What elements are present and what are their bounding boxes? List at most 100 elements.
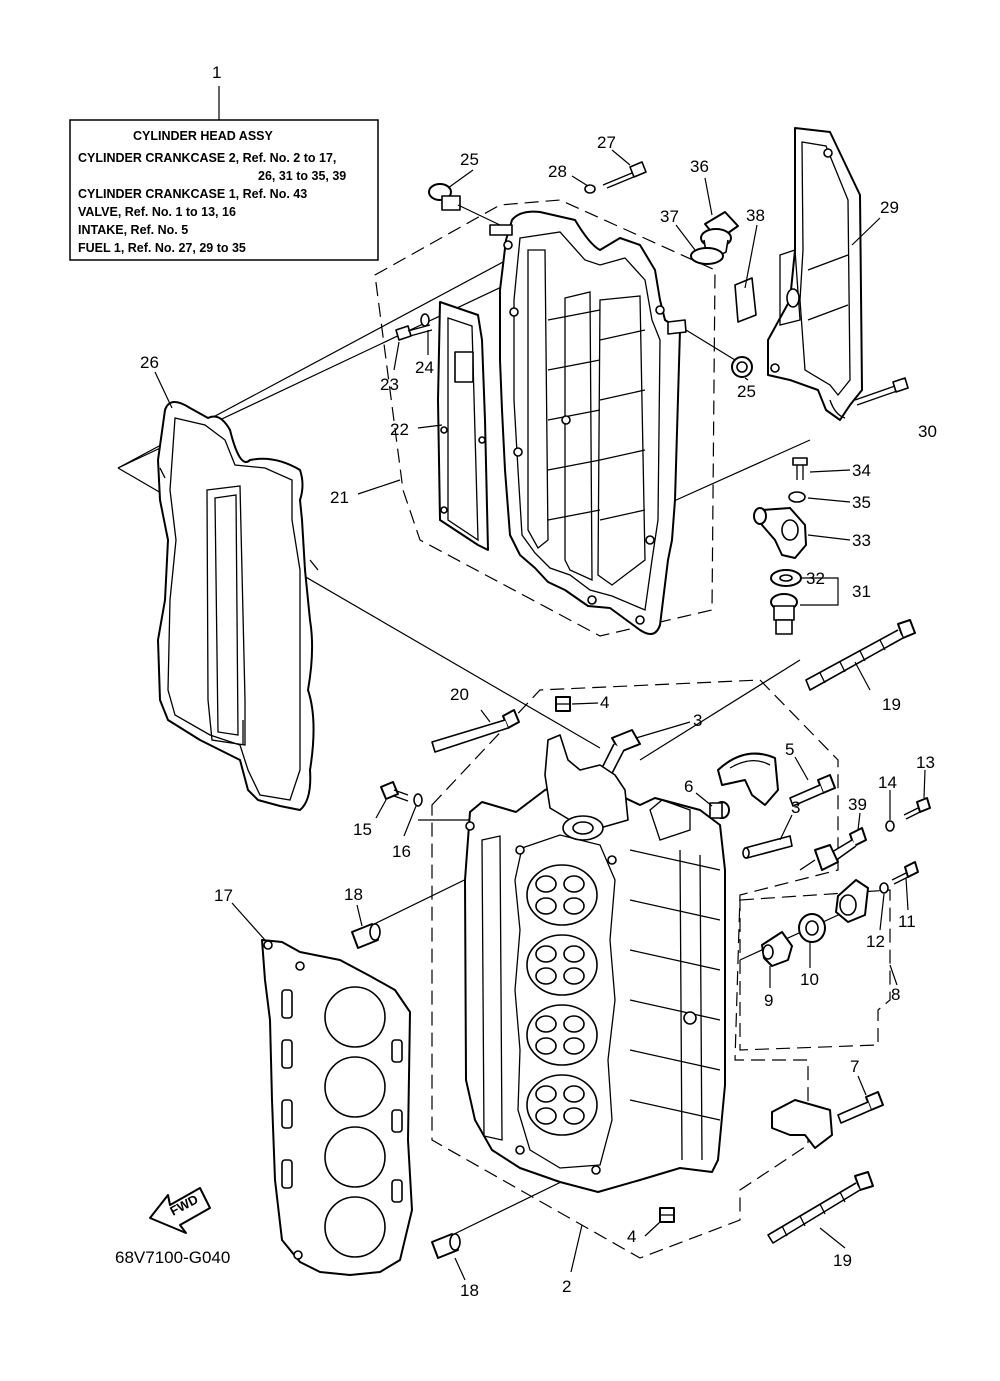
callout-9: 9 — [764, 991, 773, 1010]
anode-cover — [835, 879, 869, 923]
legend-line: 26, 31 to 35, 39 — [258, 169, 346, 183]
cylinder-head — [464, 734, 726, 1193]
head-cover — [489, 210, 687, 635]
thermo-housing — [753, 507, 807, 559]
combustion-chamber — [526, 1074, 598, 1136]
callout-21: 21 — [330, 488, 349, 507]
callout-7: 7 — [850, 1057, 859, 1076]
callout-10: 10 — [800, 970, 819, 989]
callout-32: 32 — [806, 569, 825, 588]
bolt-34 — [792, 457, 808, 480]
bolt-15 — [380, 781, 423, 807]
thermo-sensor — [770, 593, 798, 635]
fuel-bracket — [767, 127, 863, 421]
stud-bolt-19-bottom — [767, 1171, 874, 1244]
drawing-code: 68V7100-G040 — [115, 1248, 230, 1267]
callout-16: 16 — [392, 842, 411, 861]
legend-line: CYLINDER CRANKCASE 1, Ref. No. 43 — [78, 187, 307, 201]
legend-line: VALVE, Ref. No. 1 to 13, 16 — [78, 205, 236, 219]
callout-leaders — [154, 149, 926, 1281]
callout-25: 25 — [737, 382, 756, 401]
callout-4: 4 — [627, 1227, 636, 1246]
callout-2: 2 — [562, 1277, 571, 1296]
pipe-3-bottom — [742, 835, 793, 859]
bolt-27 — [584, 161, 647, 194]
bolt-7 — [837, 1091, 884, 1124]
spark-plug — [799, 827, 867, 871]
grommet-25-top — [428, 183, 501, 226]
callout-18: 18 — [460, 1281, 479, 1300]
callout-14: 14 — [878, 773, 897, 792]
callout-17: 17 — [214, 886, 233, 905]
callout-18: 18 — [344, 885, 363, 904]
callout-27: 27 — [597, 133, 616, 152]
plug-4-top — [555, 696, 571, 712]
combustion-chamber — [526, 1004, 598, 1066]
callout-29: 29 — [880, 198, 899, 217]
callout-39: 39 — [848, 795, 867, 814]
callout-labels: 25 28 27 36 37 38 29 26 24 23 22 21 25 3… — [140, 133, 937, 1300]
callout-37: 37 — [660, 207, 679, 226]
callout-12: 12 — [866, 932, 885, 951]
callout-25: 25 — [460, 150, 479, 169]
callout-3: 3 — [693, 711, 702, 730]
group-outlines — [374, 199, 891, 1259]
legend-line: FUEL 1, Ref. No. 27, 29 to 35 — [78, 241, 246, 255]
callout-31: 31 — [852, 582, 871, 601]
legend-title: CYLINDER HEAD ASSY — [133, 129, 273, 143]
callout-34: 34 — [852, 461, 871, 480]
callout-6: 6 — [684, 777, 693, 796]
callout-11: 11 — [898, 912, 916, 931]
legend-line: INTAKE, Ref. No. 5 — [78, 223, 188, 237]
cover-plate — [437, 301, 489, 551]
bolt-5 — [789, 774, 836, 807]
legend-ref-number: 1 — [212, 63, 221, 82]
callout-8: 8 — [891, 985, 900, 1004]
legend: 1 CYLINDER HEAD ASSY CYLINDER CRANKCASE … — [69, 63, 379, 261]
plug-4-bottom — [659, 1207, 675, 1223]
callout-13: 13 — [916, 753, 935, 772]
callout-20: 20 — [450, 685, 469, 704]
callout-22: 22 — [390, 420, 409, 439]
forward-direction-arrow: FWD — [149, 1187, 211, 1234]
intake-clamp — [717, 752, 779, 806]
bracket-31-32 — [800, 577, 839, 606]
callout-30: 30 — [918, 422, 937, 441]
bolt-23 — [395, 313, 433, 341]
callout-15: 15 — [353, 820, 372, 839]
grommet-25-right — [685, 329, 753, 378]
legend-line: CYLINDER CRANKCASE 2, Ref. No. 2 to 17, — [78, 151, 336, 165]
combustion-chamber — [526, 934, 598, 996]
bolt-30 — [854, 377, 909, 406]
bolt-20 — [431, 709, 520, 753]
head-gasket — [261, 939, 413, 1276]
washer-35 — [788, 491, 806, 503]
oil-filler-cap — [690, 211, 739, 265]
grommet-10 — [798, 913, 826, 943]
stud-bolt-19-top — [805, 619, 916, 691]
dowel-pin-18-bottom — [431, 1233, 461, 1259]
clamp-7 — [771, 1099, 833, 1149]
combustion-chamber — [526, 864, 598, 926]
callout-4: 4 — [600, 693, 609, 712]
callout-35: 35 — [852, 493, 871, 512]
collar-6 — [709, 801, 730, 819]
callout-33: 33 — [852, 531, 871, 550]
screw-11 — [879, 861, 919, 894]
dowel-pin-18-top — [351, 923, 381, 949]
head-cover-gasket — [157, 401, 319, 811]
screw-13 — [885, 797, 931, 832]
callout-26: 26 — [140, 353, 159, 372]
callout-5: 5 — [785, 740, 794, 759]
callout-38: 38 — [746, 206, 765, 225]
callout-28: 28 — [548, 162, 567, 181]
callout-36: 36 — [690, 157, 709, 176]
anode-9 — [761, 931, 793, 967]
callout-3: 3 — [791, 798, 800, 817]
callout-24: 24 — [415, 358, 434, 377]
callout-23: 23 — [380, 375, 399, 394]
washer-32 — [770, 569, 802, 587]
callout-19: 19 — [882, 695, 901, 714]
callout-19: 19 — [833, 1251, 852, 1270]
